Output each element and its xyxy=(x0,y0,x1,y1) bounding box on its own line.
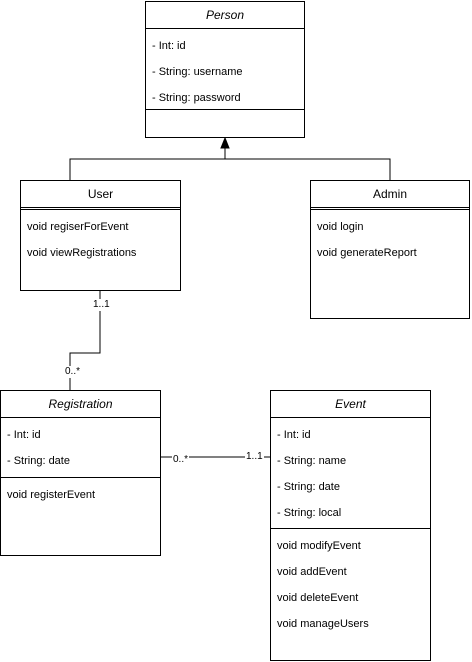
multiplicity-user-end: 1..1 xyxy=(92,299,111,311)
class-registration[interactable]: Registration - Int: id - String: date vo… xyxy=(0,390,161,556)
operation-row: void registerEvent xyxy=(7,489,96,501)
inheritance-line-user xyxy=(69,158,225,180)
attribute-row: - Int: id xyxy=(7,429,41,441)
class-registration-attributes: - Int: id - String: date xyxy=(1,418,160,477)
multiplicity-registration-event-right: 1..1 xyxy=(245,451,264,463)
multiplicity-registration-end: 0..* xyxy=(64,366,82,378)
class-event-attributes: - Int: id - String: name - String: date … xyxy=(271,418,430,528)
operation-row: void viewRegistrations xyxy=(27,247,137,259)
operation-row: void manageUsers xyxy=(277,618,369,630)
operation-row: void modifyEvent xyxy=(277,540,361,552)
attribute-row: - String: username xyxy=(152,66,243,78)
attribute-row: - String: name xyxy=(277,455,347,467)
class-user[interactable]: User void regiserForEvent void viewRegis… xyxy=(20,180,181,291)
operation-row: void addEvent xyxy=(277,566,347,578)
inheritance-line-admin xyxy=(225,158,391,180)
operation-row: void login xyxy=(317,221,364,233)
class-user-operations: void regiserForEvent void viewRegistrati… xyxy=(21,210,180,266)
attribute-row: - String: date xyxy=(277,481,340,493)
class-person[interactable]: Person - Int: id - String: username - St… xyxy=(145,1,305,138)
class-event-operations: void modifyEvent void addEvent void dele… xyxy=(271,528,430,637)
multiplicity-registration-event-left: 0..* xyxy=(172,454,190,466)
class-event-name: Event xyxy=(271,391,430,418)
class-admin-name: Admin xyxy=(311,181,469,210)
class-registration-name: Registration xyxy=(1,391,160,418)
operation-row: void deleteEvent xyxy=(277,592,359,604)
class-user-name: User xyxy=(21,181,180,210)
operation-row: void regiserForEvent xyxy=(27,221,129,233)
attribute-row: - String: local xyxy=(277,507,342,519)
class-admin[interactable]: Admin void login void generateReport xyxy=(310,180,470,319)
class-person-name: Person xyxy=(146,2,304,29)
attribute-row: - String: password xyxy=(152,92,241,104)
class-person-attributes: - Int: id - String: username - String: p… xyxy=(146,29,304,109)
class-registration-operations: void registerEvent xyxy=(1,477,160,508)
attribute-row: - Int: id xyxy=(277,429,311,441)
attribute-row: - Int: id xyxy=(152,40,186,52)
attribute-row: - String: date xyxy=(7,455,70,467)
class-person-operations xyxy=(146,109,304,137)
class-event[interactable]: Event - Int: id - String: name - String:… xyxy=(270,390,431,661)
operation-row: void generateReport xyxy=(317,247,417,259)
inheritance-arrowhead-icon xyxy=(220,136,230,149)
class-admin-operations: void login void generateReport xyxy=(311,210,469,266)
